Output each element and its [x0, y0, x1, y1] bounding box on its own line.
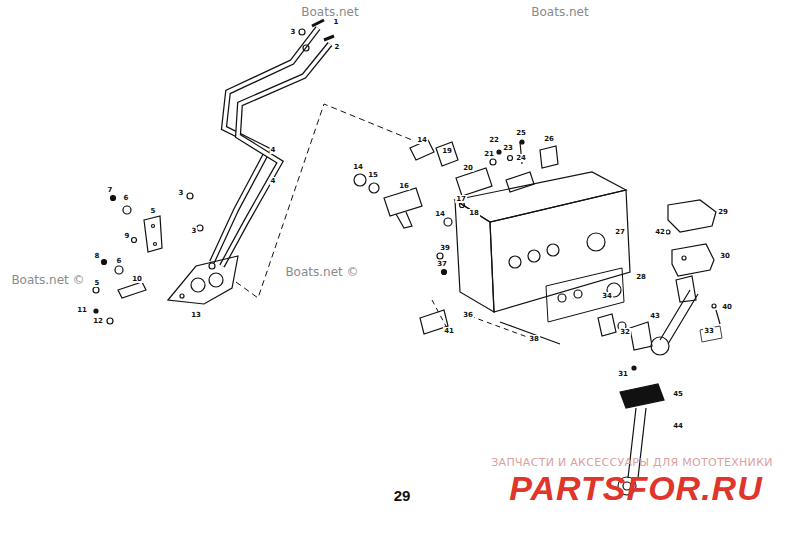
callout-number: 29 — [717, 208, 729, 216]
cable — [187, 20, 334, 266]
callout-number: 34 — [601, 292, 613, 300]
callout-number: 31 — [617, 370, 629, 378]
callout-number: 25 — [515, 129, 527, 137]
callout-number: 14 — [416, 136, 428, 144]
callout-number: 41 — [443, 327, 455, 335]
callout-number: 14 — [434, 210, 446, 218]
watermark: Boats.net © — [11, 273, 84, 287]
callout-number: 8 — [94, 252, 101, 260]
callout-number: 6 — [123, 194, 130, 202]
callout-number: 12 — [92, 317, 104, 325]
handle-assembly — [598, 200, 722, 370]
watermark: ЗАПЧАСТИ И АКСЕССУАРЫ ДЛЯ МОТОТЕХНИКИ — [491, 456, 773, 469]
callout-number: 4 — [270, 146, 277, 154]
callout-number: 10 — [131, 275, 143, 283]
callout-number: 44 — [672, 422, 684, 430]
callout-number: 3 — [178, 189, 185, 197]
callout-number: 23 — [502, 144, 514, 152]
callout-number: 32 — [619, 328, 631, 336]
callout-number: 17 — [455, 195, 467, 203]
callout-number: 19 — [441, 147, 453, 155]
callout-number: 37 — [436, 260, 448, 268]
callout-number: 1 — [333, 18, 340, 26]
callout-number: 2 — [334, 43, 341, 51]
callout-number: 30 — [719, 252, 731, 260]
callout-number: 5 — [150, 207, 157, 215]
callout-number: 13 — [190, 311, 202, 319]
callout-number: 16 — [398, 182, 410, 190]
watermark: Boats.net — [531, 5, 588, 19]
callout-number: 5 — [94, 279, 101, 287]
watermark: PARTSFOR.RU — [509, 469, 762, 508]
callout-number: 36 — [462, 311, 474, 319]
callout-number: 26 — [543, 135, 555, 143]
callout-number: 24 — [515, 154, 527, 162]
callout-number: 27 — [614, 228, 626, 236]
bracket-parts — [93, 196, 162, 325]
callout-number: 3 — [290, 28, 297, 36]
watermark: Boats.net © — [285, 265, 358, 279]
callout-number: 45 — [672, 390, 684, 398]
callout-number: 38 — [528, 335, 540, 343]
control-housing — [420, 172, 630, 344]
callout-number: 20 — [462, 164, 474, 172]
callout-number: 42 — [654, 228, 666, 236]
callout-number: 4 — [270, 177, 277, 185]
callout-number: 28 — [635, 273, 647, 281]
watermark: Boats.net — [301, 5, 358, 19]
callout-number: 18 — [468, 209, 480, 217]
callout-number: 22 — [488, 136, 500, 144]
callout-number: 15 — [367, 171, 379, 179]
callout-number: 21 — [483, 150, 495, 158]
callout-number: 6 — [116, 257, 123, 265]
callout-number: 7 — [107, 186, 114, 194]
callout-number: 39 — [439, 244, 451, 252]
callout-number: 33 — [703, 327, 715, 335]
callout-number: 40 — [721, 303, 733, 311]
callout-number: 11 — [76, 306, 88, 314]
callout-number: 9 — [124, 232, 131, 240]
page-number: 29 — [394, 487, 411, 504]
control-plate — [168, 256, 238, 304]
callout-number: 3 — [191, 227, 198, 235]
shaft-parts — [354, 140, 558, 275]
callout-number: 43 — [649, 312, 661, 320]
callout-number: 14 — [352, 163, 364, 171]
